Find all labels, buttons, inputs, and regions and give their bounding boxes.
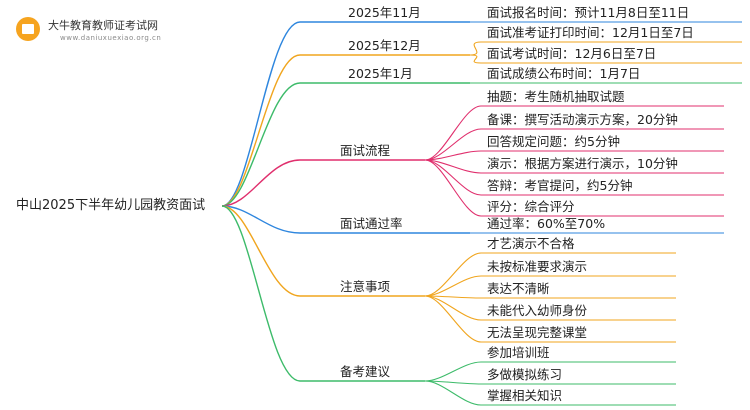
branch-label: 面试通过率 — [340, 216, 403, 231]
graduation-book-icon — [16, 17, 40, 41]
leaf-connector — [424, 275, 676, 297]
branch-connector — [221, 82, 470, 207]
leaf-label: 演示：根据方案进行演示，10分钟 — [487, 156, 678, 171]
leaf-label: 参加培训班 — [487, 345, 550, 360]
leaf-connector — [424, 159, 724, 217]
leaf-connector — [424, 295, 676, 299]
branch-label: 2025年1月 — [348, 66, 413, 81]
leaf-connector — [424, 150, 724, 161]
leaf-label: 评分：综合评分 — [487, 199, 575, 214]
leaf-connector — [424, 380, 676, 406]
leaf-label: 掌握相关知识 — [487, 388, 563, 403]
branch-label: 备考建议 — [340, 364, 391, 379]
leaf-label: 面试准考证打印时间：12月1日至7日 — [487, 25, 694, 40]
branch-label: 2025年12月 — [348, 38, 421, 53]
leaf-label: 多做模拟练习 — [487, 367, 563, 382]
leaf-connector — [469, 41, 742, 56]
branch-connector — [221, 21, 470, 207]
branch-connector — [221, 159, 425, 207]
branch-connector — [221, 205, 470, 234]
leaf-connector — [424, 159, 724, 174]
logo: 大牛教育教师证考试网 www.daniuxuexiao.org.cn — [16, 13, 356, 49]
leaf-connector — [424, 159, 724, 196]
logo-url: www.daniuxuexiao.org.cn — [60, 34, 162, 42]
leaf-connector — [424, 295, 676, 321]
logo-title: 大牛教育教师证考试网 — [48, 19, 158, 32]
leaf-label: 面试报名时间：预计11月8日至11日 — [487, 5, 690, 20]
branch-connector — [221, 205, 425, 297]
branch-label: 注意事项 — [340, 279, 391, 294]
leaf-label: 面试成绩公布时间：1月7日 — [487, 66, 641, 81]
leaf-label: 抽题：考生随机抽取试题 — [487, 89, 625, 104]
branch-connector — [221, 205, 425, 382]
leaf-label: 答辩：考官提问，约5分钟 — [487, 178, 633, 193]
leaf-connector — [424, 380, 676, 385]
leaf-label: 未能代入幼师身份 — [487, 303, 588, 318]
root-topic: 中山2025下半年幼儿园教资面试 — [16, 198, 206, 213]
leaf-label: 回答规定问题：约5分钟 — [487, 134, 620, 149]
leaf-connector — [424, 361, 676, 382]
leaf-connector — [469, 54, 742, 64]
branch-connector — [221, 54, 470, 207]
leaf-label: 面试考试时间：12月6日至7日 — [487, 46, 657, 61]
branch-label: 面试流程 — [340, 143, 391, 158]
leaf-connector — [424, 295, 676, 343]
leaf-label: 通过率：60%至70% — [487, 216, 606, 231]
leaf-label: 备课：撰写活动演示方案，20分钟 — [487, 112, 678, 127]
leaf-connector — [424, 252, 676, 297]
leaf-label: 未按标准要求演示 — [487, 259, 588, 274]
leaf-connector — [424, 105, 724, 161]
leaf-label: 无法呈现完整课堂 — [487, 325, 588, 340]
leaf-label: 表达不清晰 — [487, 281, 550, 296]
leaf-connector — [424, 128, 724, 161]
branch-label: 2025年11月 — [348, 5, 421, 20]
leaf-label: 才艺演示不合格 — [487, 236, 575, 251]
